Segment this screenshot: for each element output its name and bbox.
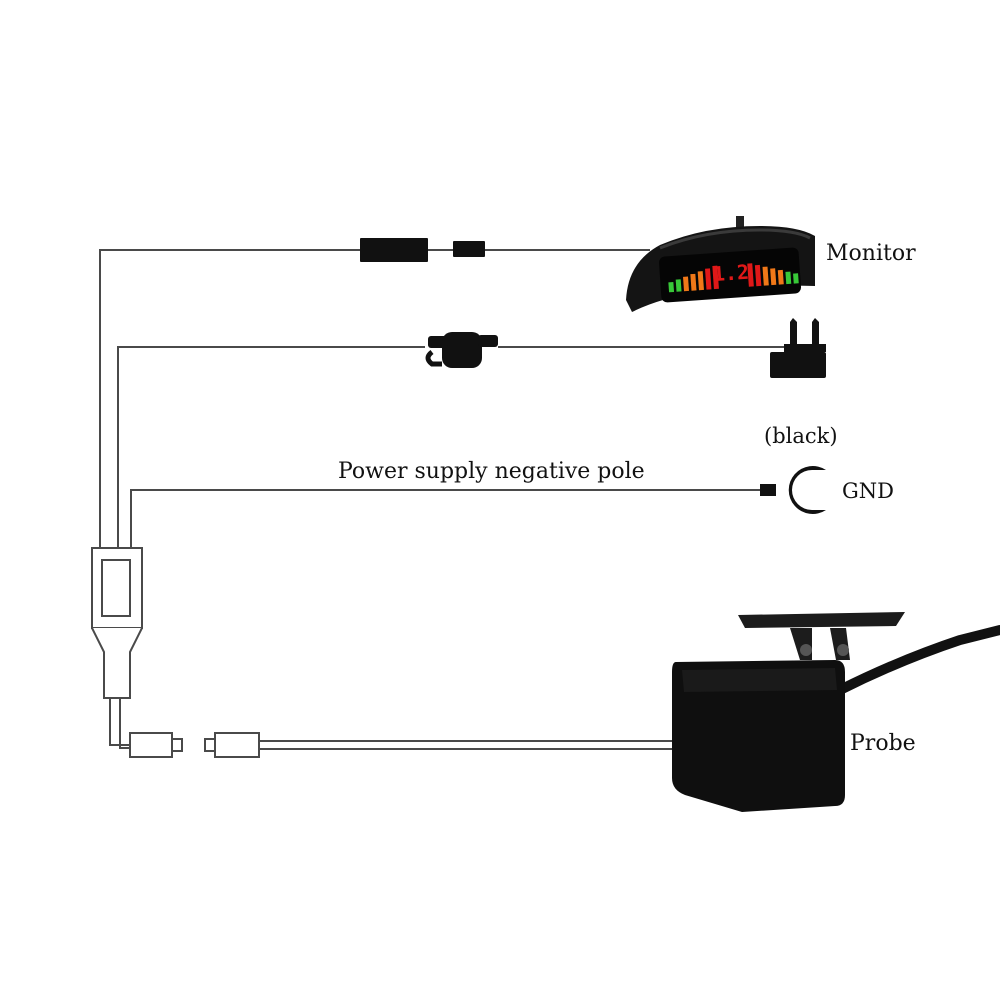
probe-label: Probe (850, 731, 916, 756)
probe-cable-tail (835, 625, 1000, 695)
power-wire (117, 346, 425, 548)
display-bar-left (690, 273, 697, 291)
display-bar-left (683, 276, 690, 292)
harness-junction (91, 547, 143, 699)
gnd-label: GND (842, 479, 894, 503)
monitor-display-reading: 1.2 (712, 260, 750, 286)
display-bar-left (668, 281, 675, 293)
probe-mount-bracket (738, 612, 905, 660)
fuse-tap-connector (770, 318, 826, 378)
display-bar-right (770, 268, 777, 286)
wire-label-power-negative: Power supply negative pole (338, 459, 645, 484)
display-bar-left (705, 268, 712, 290)
probe-sensor-body (672, 660, 845, 812)
fuse-holder (425, 332, 498, 368)
display-bar-right (754, 264, 762, 287)
probe-plug-female (204, 732, 260, 758)
display-bar-left (712, 265, 719, 290)
monitor-display-bars (668, 263, 799, 293)
display-bar-right (747, 263, 754, 287)
probe-wire-harness-side-2 (119, 698, 130, 749)
probe-wire-harness-side (109, 698, 130, 746)
display-bar-right (762, 266, 769, 286)
display-bar-right (793, 273, 799, 284)
probe-plug-male (129, 732, 183, 758)
display-bar-right (777, 269, 784, 285)
display-bar-left (697, 271, 704, 291)
monitor-label: Monitor (826, 241, 916, 266)
display-bar-left (675, 279, 682, 292)
display-bar-right (785, 271, 792, 285)
ring-terminal (760, 466, 826, 514)
color-note-black: (black) (764, 424, 838, 448)
inline-connector-large (360, 238, 428, 262)
monitor-wire (99, 249, 362, 548)
ground-wire (130, 489, 770, 548)
inline-connector-small (453, 241, 485, 257)
